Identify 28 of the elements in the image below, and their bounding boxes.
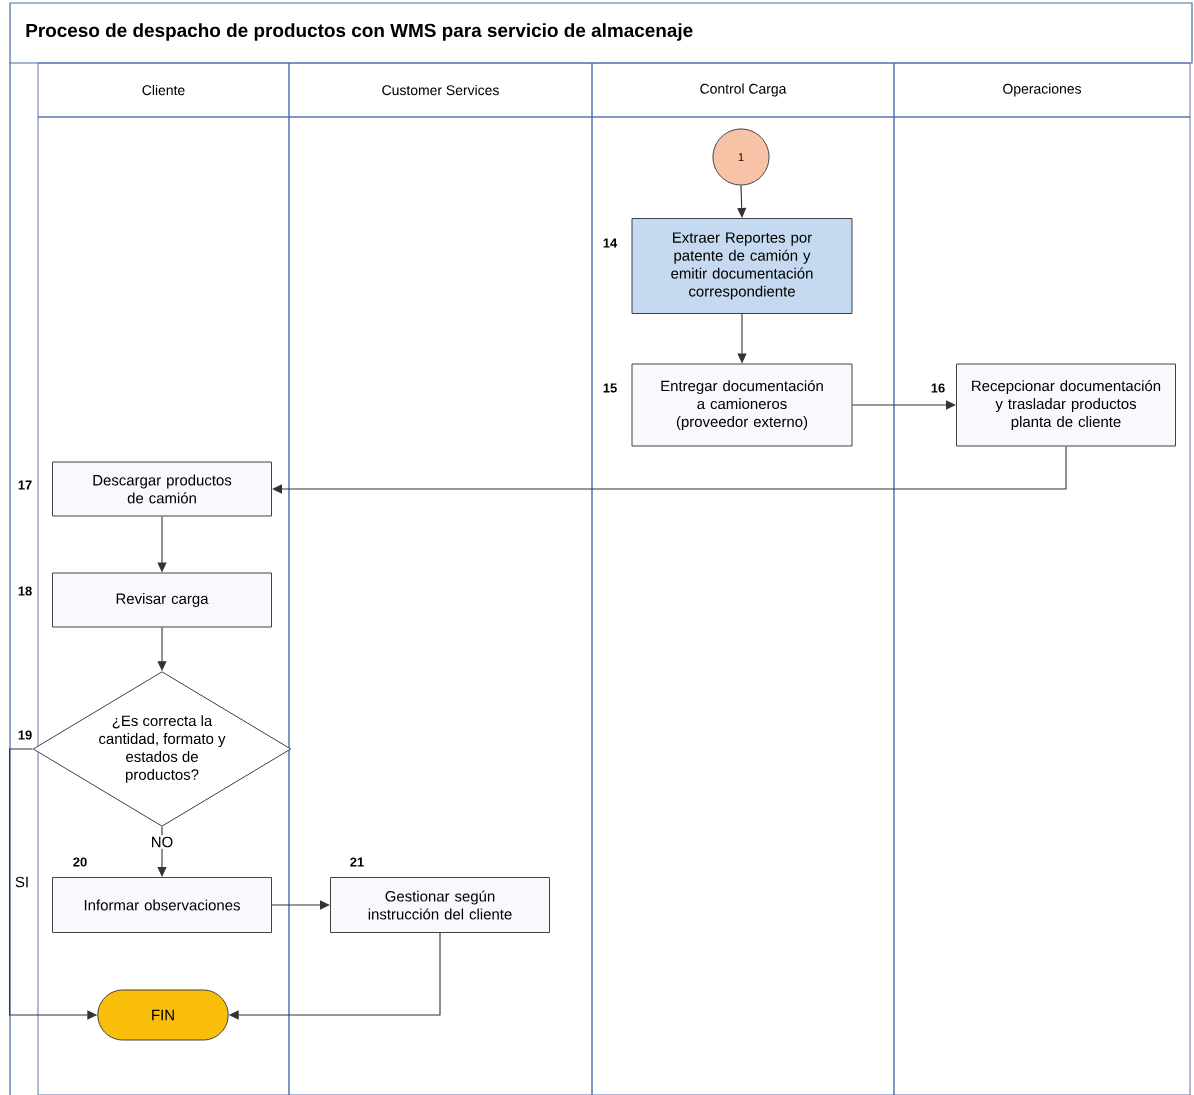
node-label: Operaciones: [1003, 83, 1082, 97]
title-band: Proceso de despacho de productos con WMS para servicio de almacenaje: [9, 2, 1193, 64]
arrow: [851, 400, 956, 410]
step-number: 14: [603, 238, 618, 248]
process-box: Entregar documentación a camioneros (proveedor externo): [631, 363, 853, 447]
step-number: 17: [18, 480, 32, 490]
process-box: Extraer Reportes por patente de camión y emitir documentación correspondiente: [631, 218, 853, 314]
step-number: 18: [18, 586, 32, 596]
process-box: Gestionar según instrucción del cliente: [330, 877, 550, 933]
arrow: [272, 445, 1067, 494]
step-number: 16: [931, 383, 945, 393]
edge-label: SI: [13, 875, 31, 889]
step-number: 20: [73, 857, 87, 867]
step-number: 15: [603, 383, 617, 393]
process-box: Descargar productos de camión: [52, 461, 272, 517]
arrow: [157, 826, 167, 877]
node-label: Cliente: [142, 84, 185, 96]
node-label: Customer Services: [382, 84, 499, 96]
process-box: Recepcionar documentación y trasladar productos planta de cliente: [956, 363, 1176, 447]
process-box: Revisar carga: [52, 572, 272, 628]
node-label: Control Carga: [700, 83, 787, 97]
process-box: Informar observaciones: [52, 877, 272, 933]
terminator: FIN: [97, 989, 229, 1041]
arrow: [271, 900, 330, 910]
arrow: [737, 184, 747, 218]
step-number: 19: [18, 730, 32, 740]
step-number: 21: [350, 857, 364, 867]
edge-label: NO: [149, 835, 175, 849]
